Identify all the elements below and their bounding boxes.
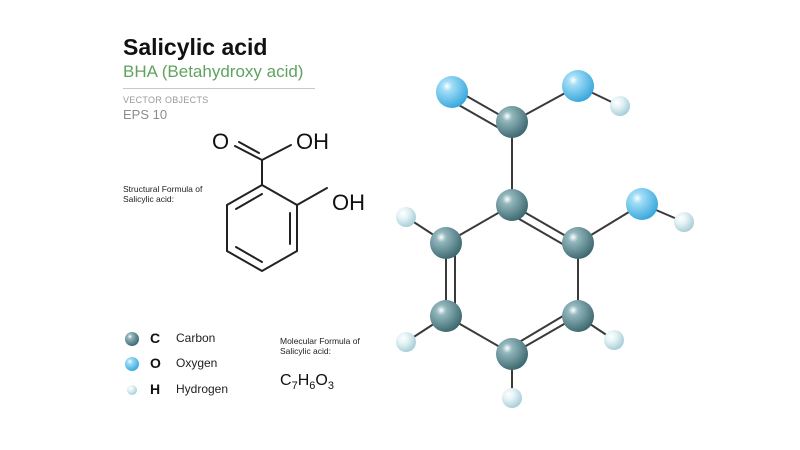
carbon-atom <box>562 227 594 259</box>
formula-element-h: H <box>297 372 310 389</box>
oxygen-ball-icon <box>125 357 139 371</box>
formula-element-o: O <box>315 372 328 389</box>
carbon-atom <box>430 300 462 332</box>
carbon-atom <box>496 106 528 138</box>
skeletal-bond <box>238 141 260 154</box>
eps-label: EPS 10 <box>123 107 168 122</box>
legend-letter-h: H <box>150 381 161 397</box>
vector-objects-label: VECTOR OBJECTS <box>123 95 209 105</box>
hydrogen-atom <box>674 212 694 232</box>
formula-count-c: 7 <box>291 380 298 393</box>
hydrogen-atom <box>502 388 522 408</box>
molecular-caption-line2: Salicylic acid: <box>280 346 332 356</box>
oxygen-atom <box>626 188 658 220</box>
legend-name-oxygen: Oxygen <box>176 356 218 370</box>
legend-name-hydrogen: Hydrogen <box>176 382 229 396</box>
legend-letter-o: O <box>150 355 161 371</box>
skeletal-double-bond <box>235 193 263 210</box>
skeletal-bond <box>296 187 328 206</box>
hydrogen-ball-icon <box>127 385 137 395</box>
divider <box>123 88 315 89</box>
atom-label-o: O <box>212 129 230 154</box>
formula-element-c: C <box>280 372 292 389</box>
atom-label-oh-carboxyl: OH <box>296 129 329 154</box>
hydrogen-atom <box>604 330 624 350</box>
oxygen-atom <box>436 76 468 108</box>
molecular-caption: Molecular Formula of Salicylic acid: <box>280 336 360 356</box>
structural-caption: Structural Formula of Salicylic acid: <box>123 184 202 204</box>
molecular-caption-line1: Molecular Formula of <box>280 336 360 346</box>
legend-letter-c: C <box>150 330 161 346</box>
carbon-atom <box>496 338 528 370</box>
oxygen-atom <box>562 70 594 102</box>
formula-count-o: 3 <box>327 380 334 393</box>
page-title: Salicylic acid <box>123 34 268 60</box>
carbon-atom <box>496 189 528 221</box>
legend-name-carbon: Carbon <box>176 331 216 345</box>
skeletal-bond <box>261 144 292 161</box>
carbon-atom <box>430 227 462 259</box>
carbon-atom <box>562 300 594 332</box>
molecular-formula: C7H6O3 <box>280 372 334 392</box>
skeletal-bond <box>234 145 263 161</box>
structural-caption-line2: Salicylic acid: <box>123 194 175 204</box>
atom-label-oh-hydroxyl: OH <box>332 190 365 215</box>
page-subtitle: BHA (Betahydroxy acid) <box>123 62 304 81</box>
model-double-bond <box>513 215 567 247</box>
hydrogen-atom <box>610 96 630 116</box>
formula-count-h: 6 <box>309 380 316 393</box>
structural-caption-line1: Structural Formula of <box>123 184 203 194</box>
hydrogen-atom <box>396 332 416 352</box>
hydrogen-atom <box>396 207 416 227</box>
skeletal-double-bond <box>235 246 263 263</box>
carbon-ball-icon <box>125 332 139 346</box>
model-double-bond <box>515 312 569 345</box>
